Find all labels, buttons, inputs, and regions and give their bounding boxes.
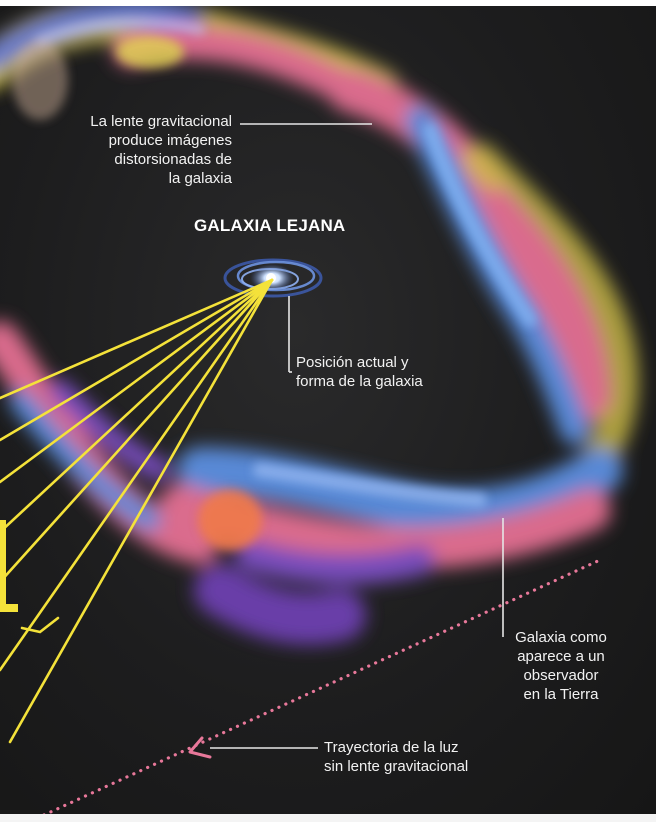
label-distant-galaxy: GALAXIA LEJANA [194,216,345,236]
page-edge-bottom [0,814,656,822]
label-light-path-line-2: sin lente gravitacional [324,757,468,776]
label-actual-position: Posición actual y forma de la galaxia [296,353,423,391]
label-lens-note-line-2: produce imágenes [40,131,232,150]
label-actual-position-line-1: Posición actual y [296,353,423,372]
label-light-path-line-1: Trayectoria de la luz [324,738,468,757]
label-actual-position-line-2: forma de la galaxia [296,372,423,391]
page-edge-top [0,0,656,6]
label-observed-galaxy-line-1: Galaxia como [500,628,622,647]
label-lens-note-line-1: La lente gravitacional [40,112,232,131]
label-light-path: Trayectoria de la luz sin lente gravitac… [324,738,468,776]
arrowhead-icon [190,738,210,757]
label-observed-galaxy-line-3: observador [500,666,622,685]
label-lens-note: La lente gravitacional produce imágenes … [40,112,232,188]
label-observed-galaxy-line-4: en la Tierra [500,685,622,704]
label-lens-note-line-3: distorsionadas de [40,150,232,169]
label-observed-galaxy-line-2: aparece a un [500,647,622,666]
label-lens-note-line-4: la galaxia [40,169,232,188]
label-observed-galaxy: Galaxia como aparece a un observador en … [500,628,622,704]
spiral-galaxy-icon [225,260,321,296]
